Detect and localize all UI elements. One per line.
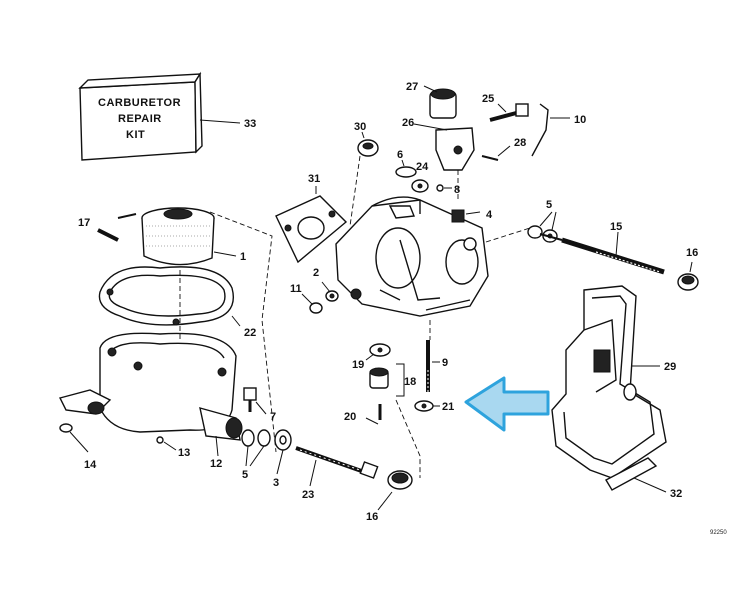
plug-part-6 [395,159,417,178]
callout-14: 14 [84,459,97,471]
callout-24: 24 [416,161,429,173]
bowl-washers [241,429,292,475]
callout-20: 20 [344,411,356,423]
callout-11: 11 [290,283,302,295]
kit-label-line3: KIT [126,129,145,141]
callout-33: 33 [244,118,256,130]
callout-8: 8 [454,184,460,196]
callout-19: 19 [352,359,364,371]
callout-5-left: 5 [242,469,248,481]
callout-31: 31 [308,173,320,185]
callout-22: 22 [244,327,256,339]
callout-10: 10 [574,114,586,126]
callout-29: 29 [664,361,676,373]
float-pin-part [97,213,137,242]
callout-9: 9 [442,357,448,369]
callout-15: 15 [610,221,622,233]
ball-part-8 [436,184,452,192]
air-silencer-part [551,285,667,479]
arrow-shape [464,376,550,432]
float-bowl-part [99,332,243,457]
float-bowl-gasket [98,266,241,327]
screw-part-7 [243,387,267,415]
center-small-parts [365,340,440,425]
callout-21: 21 [442,401,454,413]
strip-part-32 [605,457,667,493]
callout-28: 28 [514,137,526,149]
callout-17: 17 [78,217,90,229]
alignment-lines [179,155,531,478]
plug-part-13 [156,436,177,451]
callout-2: 2 [313,267,319,279]
callout-13: 13 [178,447,190,459]
callout-32: 32 [670,488,682,500]
callout-23: 23 [302,489,314,501]
callout-16-bottom: 16 [366,511,378,523]
carburetor-body [335,196,489,317]
callout-4: 4 [486,209,493,221]
callout-7: 7 [270,411,276,423]
top-fitting-assembly [413,85,570,171]
callout-30: 30 [354,121,366,133]
figure-code: 92250 [710,530,727,536]
adjusting-needle-part [539,231,665,275]
plug-part-16-top [677,261,699,291]
plug-part-16-bottom [377,470,413,511]
callout-26: 26 [402,117,414,129]
callout-25: 25 [482,93,494,105]
float-part [141,207,237,266]
callout-3: 3 [273,477,279,489]
repair-kit-box: CARBURETOR REPAIR KIT [78,71,241,161]
callout-18: 18 [404,376,416,388]
flange-gasket [275,186,348,264]
callout-1: 1 [240,251,246,263]
fitting-part-30 [357,131,379,157]
callout-labels: 1 2 3 4 5 5 6 7 8 9 10 11 12 13 14 15 16… [78,81,698,523]
callout-12: 12 [210,458,222,470]
callout-16-top: 16 [686,247,698,259]
kit-label-line1: CARBURETOR [98,97,181,109]
callout-5-right: 5 [546,199,552,211]
washer-part-24 [411,179,429,193]
highlight-arrow [464,376,550,432]
needle-valve-part [295,446,379,487]
kit-label-line2: REPAIR [118,113,162,125]
callout-6: 6 [397,149,403,161]
washer-part-11 [301,293,323,314]
fuel-inlet-part [58,389,112,453]
callout-27: 27 [406,81,418,93]
washer-part-2 [321,281,339,302]
